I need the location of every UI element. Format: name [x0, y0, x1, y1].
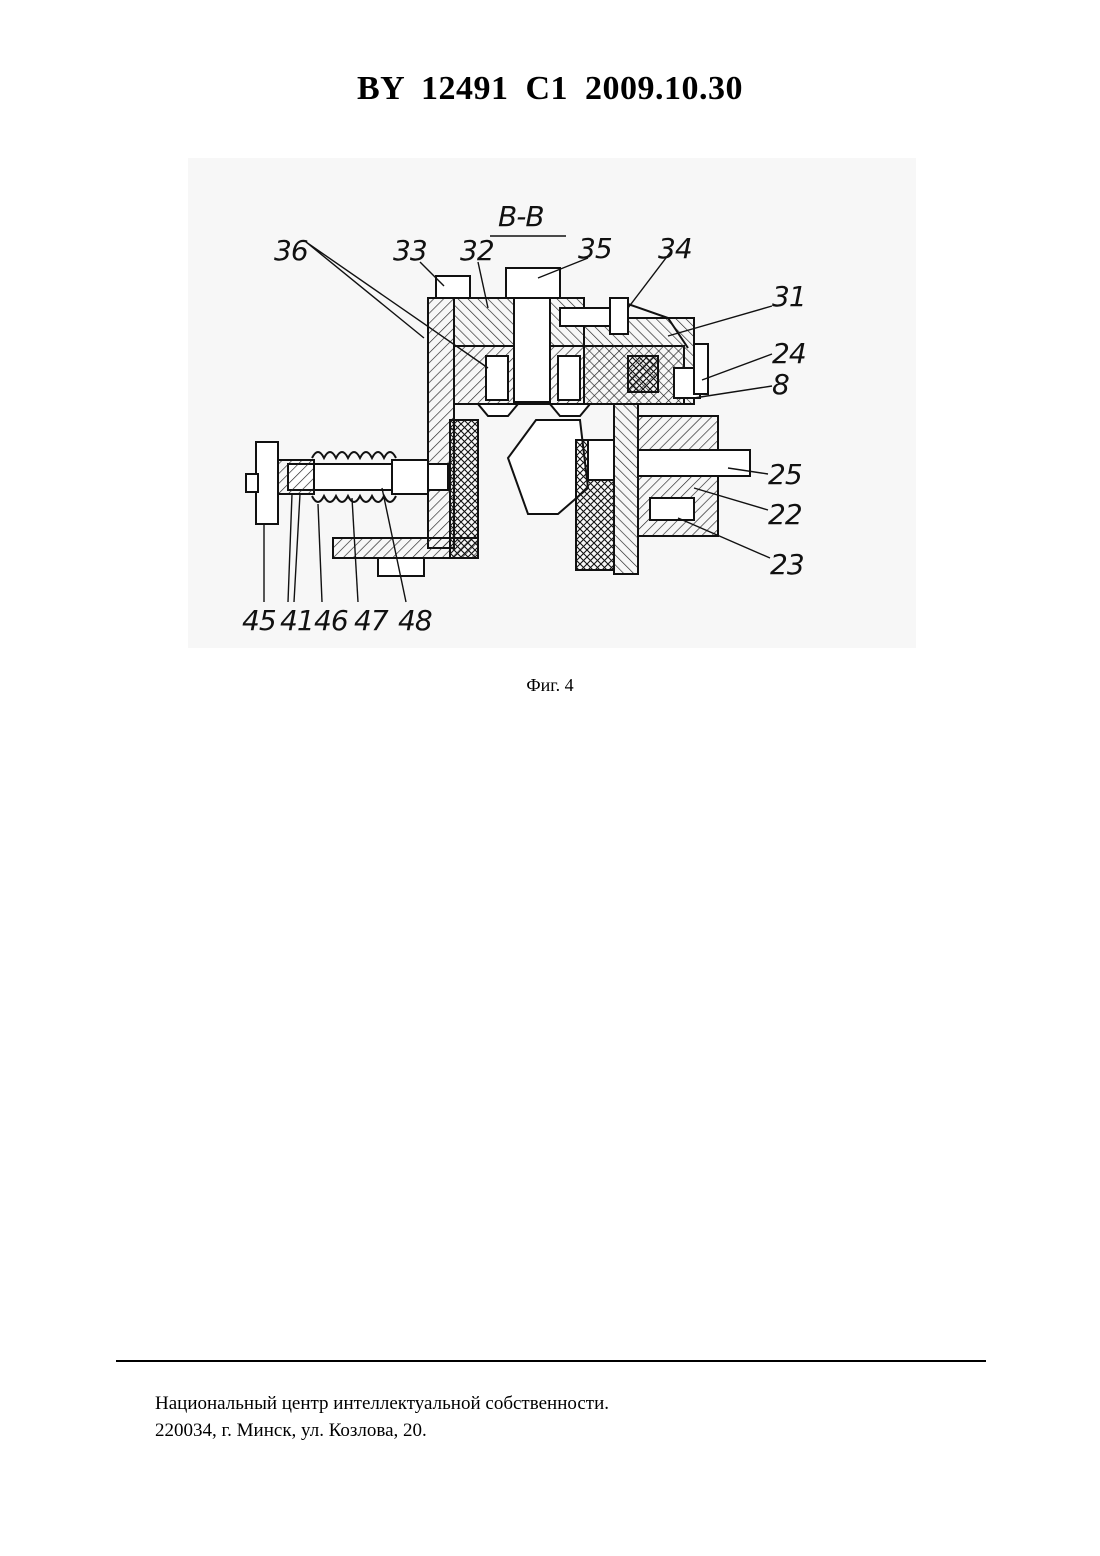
technical-drawing-figure: В-В: [188, 158, 916, 648]
label-48: 48: [398, 604, 432, 637]
label-31: 31: [772, 280, 806, 313]
screw-left: [486, 356, 508, 400]
label-34: 34: [658, 232, 692, 265]
label-22: 22: [768, 498, 802, 531]
label-47: 47: [354, 604, 389, 637]
footer: Национальный центр интеллектуальной собс…: [155, 1390, 609, 1444]
label-32: 32: [460, 234, 494, 267]
figure-caption: Фиг. 4: [0, 675, 1100, 696]
wheel-hub: [588, 440, 614, 480]
shaft-25: [638, 450, 750, 476]
label-35: 35: [578, 232, 612, 265]
label-23: 23: [770, 548, 804, 581]
label-25: 25: [768, 458, 802, 491]
label-8: 8: [772, 368, 789, 401]
rod-collar: [392, 460, 428, 494]
nut-41: [276, 460, 314, 494]
stud-35-shank: [514, 298, 550, 402]
bolt-24-head: [694, 344, 708, 394]
right-insert: [628, 356, 658, 392]
section-view-drawing: В-В: [188, 158, 916, 648]
label-33: 33: [393, 234, 427, 267]
label-41: 41: [280, 604, 314, 637]
label-36: 36: [274, 234, 308, 267]
cap-33: [436, 276, 470, 298]
footer-address: 220034, г. Минск, ул. Козлова, 20.: [155, 1417, 609, 1444]
screw-right: [558, 356, 580, 400]
base-nut: [378, 558, 424, 576]
screw-23: [650, 498, 694, 520]
vertical-support: [614, 404, 638, 574]
footer-divider: [116, 1360, 986, 1362]
knob-45-tip: [246, 474, 258, 492]
section-label: В-В: [498, 200, 544, 233]
knob-45: [256, 442, 278, 524]
label-46: 46: [314, 604, 348, 637]
label-24: 24: [772, 337, 806, 370]
arm-34-end: [610, 298, 628, 334]
footer-organization: Национальный центр интеллектуальной собс…: [155, 1390, 609, 1417]
friction-pad: [450, 420, 478, 558]
label-45: 45: [242, 604, 276, 637]
document-header: BY 12491 C1 2009.10.30: [0, 70, 1100, 108]
